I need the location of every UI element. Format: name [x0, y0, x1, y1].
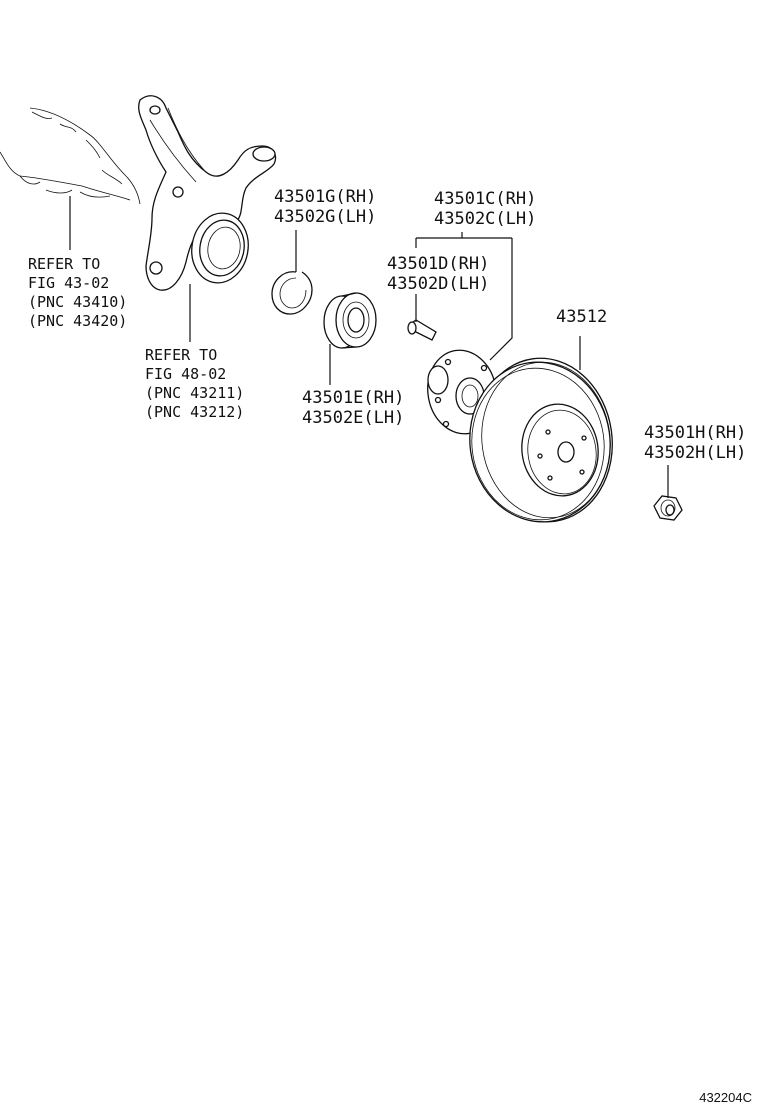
hub-bolt: [407, 319, 437, 341]
steering-knuckle: [138, 95, 277, 291]
nut-rh: 43501H(RH): [644, 423, 746, 443]
hub-flange-lh: 43502C(LH): [434, 209, 536, 229]
knuckle-ref-line-1: REFER TO: [28, 255, 100, 273]
hub-bearing: [323, 292, 377, 349]
hub-ref-line-2: FIG 48-02: [145, 365, 226, 383]
drive-shaft-outline: [0, 107, 141, 205]
callout-bearing: 43501E(RH) 43502E(LH): [302, 388, 404, 428]
hub-bolt-rh: 43501D(RH): [387, 254, 489, 274]
hub-flange-rh: 43501C(RH): [434, 189, 536, 209]
bearing-rh: 43501E(RH): [302, 388, 404, 408]
knuckle-ref-line-2: FIG 43-02: [28, 274, 109, 292]
hub-bolt-lh: 43502D(LH): [387, 274, 489, 294]
hub-ref-line-1: REFER TO: [145, 346, 217, 364]
bearing-lh: 43502E(LH): [302, 408, 404, 428]
knuckle-ref-line-3: (PNC 43410): [28, 293, 127, 311]
snap-ring-lh: 43502G(LH): [274, 207, 376, 227]
snap-ring-rh: 43501G(RH): [274, 187, 376, 207]
hub-nut: [653, 495, 683, 521]
hub-ref-line-3: (PNC 43211): [145, 384, 244, 402]
callout-hub-flange: 43501C(RH) 43502C(LH): [434, 189, 536, 229]
callout-knuckle-ref: REFER TO FIG 43-02 (PNC 43410) (PNC 4342…: [28, 255, 127, 330]
disc-part-number: 43512: [556, 307, 607, 327]
knuckle-ref-line-4: (PNC 43420): [28, 312, 127, 330]
nut-lh: 43502H(LH): [644, 443, 746, 463]
snap-ring: [271, 271, 313, 315]
brake-disc: [469, 357, 613, 523]
callout-disc: 43512: [556, 307, 607, 327]
callout-hub-ref: REFER TO FIG 48-02 (PNC 43211) (PNC 4321…: [145, 346, 244, 421]
leader-lines: [69, 196, 669, 498]
hub-ref-line-4: (PNC 43212): [145, 403, 244, 421]
callout-snap-ring: 43501G(RH) 43502G(LH): [274, 187, 376, 227]
callout-nut: 43501H(RH) 43502H(LH): [644, 423, 746, 463]
figure-id: 432204C: [699, 1090, 752, 1105]
callout-hub-bolt: 43501D(RH) 43502D(LH): [387, 254, 489, 294]
